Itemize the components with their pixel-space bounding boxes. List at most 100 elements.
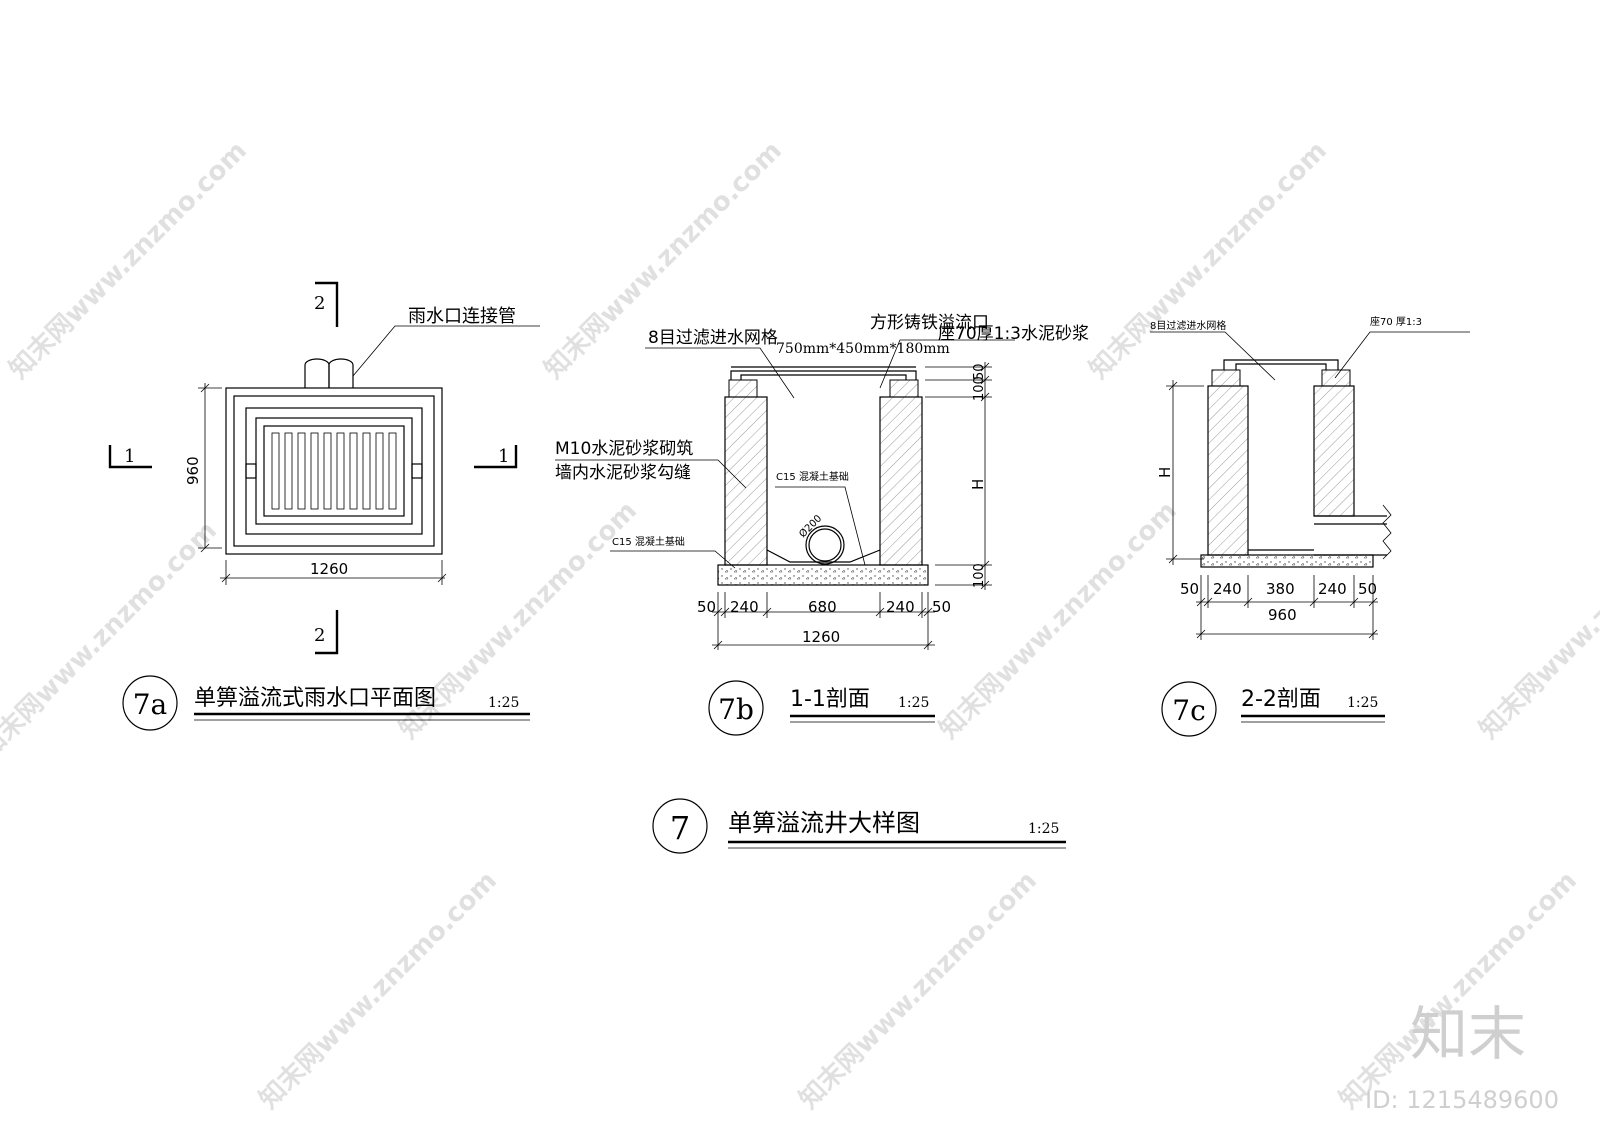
s22-dim-total: 960 <box>1268 606 1297 624</box>
plan-handle-right <box>411 463 423 479</box>
plan-handle-left <box>245 463 257 479</box>
watermark-3: 知末网www.znzmo.com <box>1084 136 1333 385</box>
section-mark-top-label: 2 <box>314 293 325 314</box>
s11-label-inlet-size: 750mm*450mm*180mm <box>776 341 950 357</box>
brand-logo: 知末 <box>1410 1000 1526 1068</box>
s11-dim-ticks <box>713 592 933 650</box>
plan-badge: 7a <box>133 688 168 721</box>
s11-inlet-leader <box>879 339 1015 389</box>
s22-dim-c: 380 <box>1266 580 1295 598</box>
s22-badge-circle <box>1161 681 1217 737</box>
watermark-10: 知末网www.znzmo.com <box>1334 866 1583 1115</box>
s11-label-inlet: 方形铸铁溢流口 <box>870 313 989 333</box>
s11-dim-b: 240 <box>730 598 759 616</box>
s11-base-outer-leader <box>610 550 736 569</box>
s11-label-wall-2: 墙内水泥砂浆勾缝 <box>555 463 691 483</box>
s11-label-wall-1: M10水泥砂浆砌筑 <box>555 439 693 459</box>
s11-concrete-base <box>717 564 929 586</box>
s11-grid-leader <box>645 347 795 399</box>
plan-scale: 1:25 <box>488 695 519 711</box>
section-mark-left <box>108 445 152 469</box>
s11-wall-left <box>724 396 768 566</box>
s22-mortar-left <box>1211 369 1241 387</box>
main-badge: 7 <box>670 809 690 847</box>
s22-label-grid: 8目过滤进水网格 <box>1150 319 1226 332</box>
plan-view: 2 2 1 1 雨水口连接 <box>108 281 540 731</box>
section-mark-right <box>474 445 518 469</box>
plan-frame-2 <box>233 395 435 547</box>
s22-dim-a: 50 <box>1180 580 1199 598</box>
main-title-block: 7 单箅溢流井大样图 1:25 <box>652 798 1066 854</box>
s22-dim-ticks <box>1196 575 1378 640</box>
main-title: 单箅溢流井大样图 <box>728 809 920 837</box>
s11-pipe-outer <box>805 525 845 565</box>
section-2-2: 8目过滤进水网格 座70 厚1:3 H 50 240 380 240 <box>1150 315 1470 737</box>
s11-dim-a: 50 <box>697 598 716 616</box>
watermark-1: 知末网www.znzmo.com <box>4 136 253 385</box>
s11-dim-h: H <box>969 479 987 490</box>
s11-label-mortar: 座70厚1:3水泥砂浆 <box>938 324 1089 344</box>
s22-mortar-leader <box>1334 331 1470 379</box>
section-mark-bottom <box>315 610 339 655</box>
s22-dim-h: H <box>1156 467 1174 478</box>
s11-badge-circle <box>708 680 764 736</box>
watermark-6: 知末网www.znzmo.com <box>934 496 1183 745</box>
plan-outer-frame <box>225 387 443 555</box>
s22-wall-left <box>1207 385 1249 556</box>
watermark-9: 知末网www.znzmo.com <box>794 866 1043 1115</box>
s11-label-base-outer: C15 混凝土基础 <box>612 535 685 548</box>
s11-mortar-right <box>889 379 919 398</box>
section-1-1: Ø200 8目过滤进水网格 方形铸铁溢流口 750mm*450mm*180mm … <box>555 313 1089 736</box>
plan-badge-circle <box>122 675 178 731</box>
watermark-7: 知末网www.znzmo.com <box>1474 496 1600 745</box>
plan-grate <box>263 425 405 517</box>
s11-label-grid: 8目过滤进水网格 <box>648 328 778 348</box>
s11-wall-leader <box>555 459 747 489</box>
watermark-8: 知末网www.znzmo.com <box>254 866 503 1115</box>
section-mark-right-label: 1 <box>498 446 509 467</box>
s22-dim-e: 50 <box>1358 580 1377 598</box>
section-mark-bottom-label: 2 <box>314 625 325 646</box>
main-scale: 1:25 <box>1028 821 1059 837</box>
s22-label-mortar: 座70 厚1:3 <box>1370 315 1422 328</box>
plan-grate-bars <box>271 432 397 510</box>
s22-dim-d: 240 <box>1318 580 1347 598</box>
s22-outlet-pipe <box>1314 504 1392 560</box>
s22-title: 2-2剖面 <box>1241 687 1321 712</box>
plan-connection-pipe <box>304 358 354 388</box>
brand-id: ID: 1215489600 <box>1365 1086 1559 1114</box>
s11-label-base-inner: C15 混凝土基础 <box>776 470 849 483</box>
s22-wall-right <box>1313 385 1355 517</box>
s22-inlet-frame <box>1223 359 1339 370</box>
s22-mortar-right <box>1321 369 1351 387</box>
s11-pipe-inner <box>808 528 842 562</box>
s11-benching <box>766 549 881 563</box>
s22-dim-b: 240 <box>1213 580 1242 598</box>
s11-dim-c: 680 <box>808 598 837 616</box>
s11-dim-e: 50 <box>932 598 951 616</box>
s11-dim-total: 1260 <box>802 628 840 646</box>
section-mark-top <box>315 281 339 327</box>
plan-pipe-leader <box>352 325 540 377</box>
s22-scale: 1:25 <box>1347 695 1378 711</box>
plan-title: 单箅溢流式雨水口平面图 <box>194 686 436 711</box>
watermark-layer: 知末网www.znzmo.com 知末网www.znzmo.com 知末网www… <box>0 136 1600 1115</box>
s11-dim-d: 240 <box>886 598 915 616</box>
s11-dim-top: 100 <box>972 376 987 401</box>
s22-concrete-base <box>1200 554 1374 568</box>
s11-title: 1-1剖面 <box>790 687 870 712</box>
plan-dim-width: 1260 <box>310 560 348 578</box>
section-mark-left-label: 1 <box>124 446 135 467</box>
s11-dim-top2: 50 <box>972 363 987 380</box>
s11-dim-bottom: 100 <box>972 563 987 588</box>
s11-inlet-frame <box>730 370 917 380</box>
s11-mortar-left <box>728 379 758 398</box>
s22-badge: 7c <box>1172 694 1206 727</box>
s11-base-inner-leader <box>775 486 866 566</box>
s11-badge: 7b <box>718 693 754 726</box>
main-badge-circle <box>652 798 708 854</box>
plan-dim-height: 960 <box>184 456 202 485</box>
s11-wall-right <box>879 396 923 566</box>
plan-pipe-label: 雨水口连接管 <box>408 306 516 327</box>
